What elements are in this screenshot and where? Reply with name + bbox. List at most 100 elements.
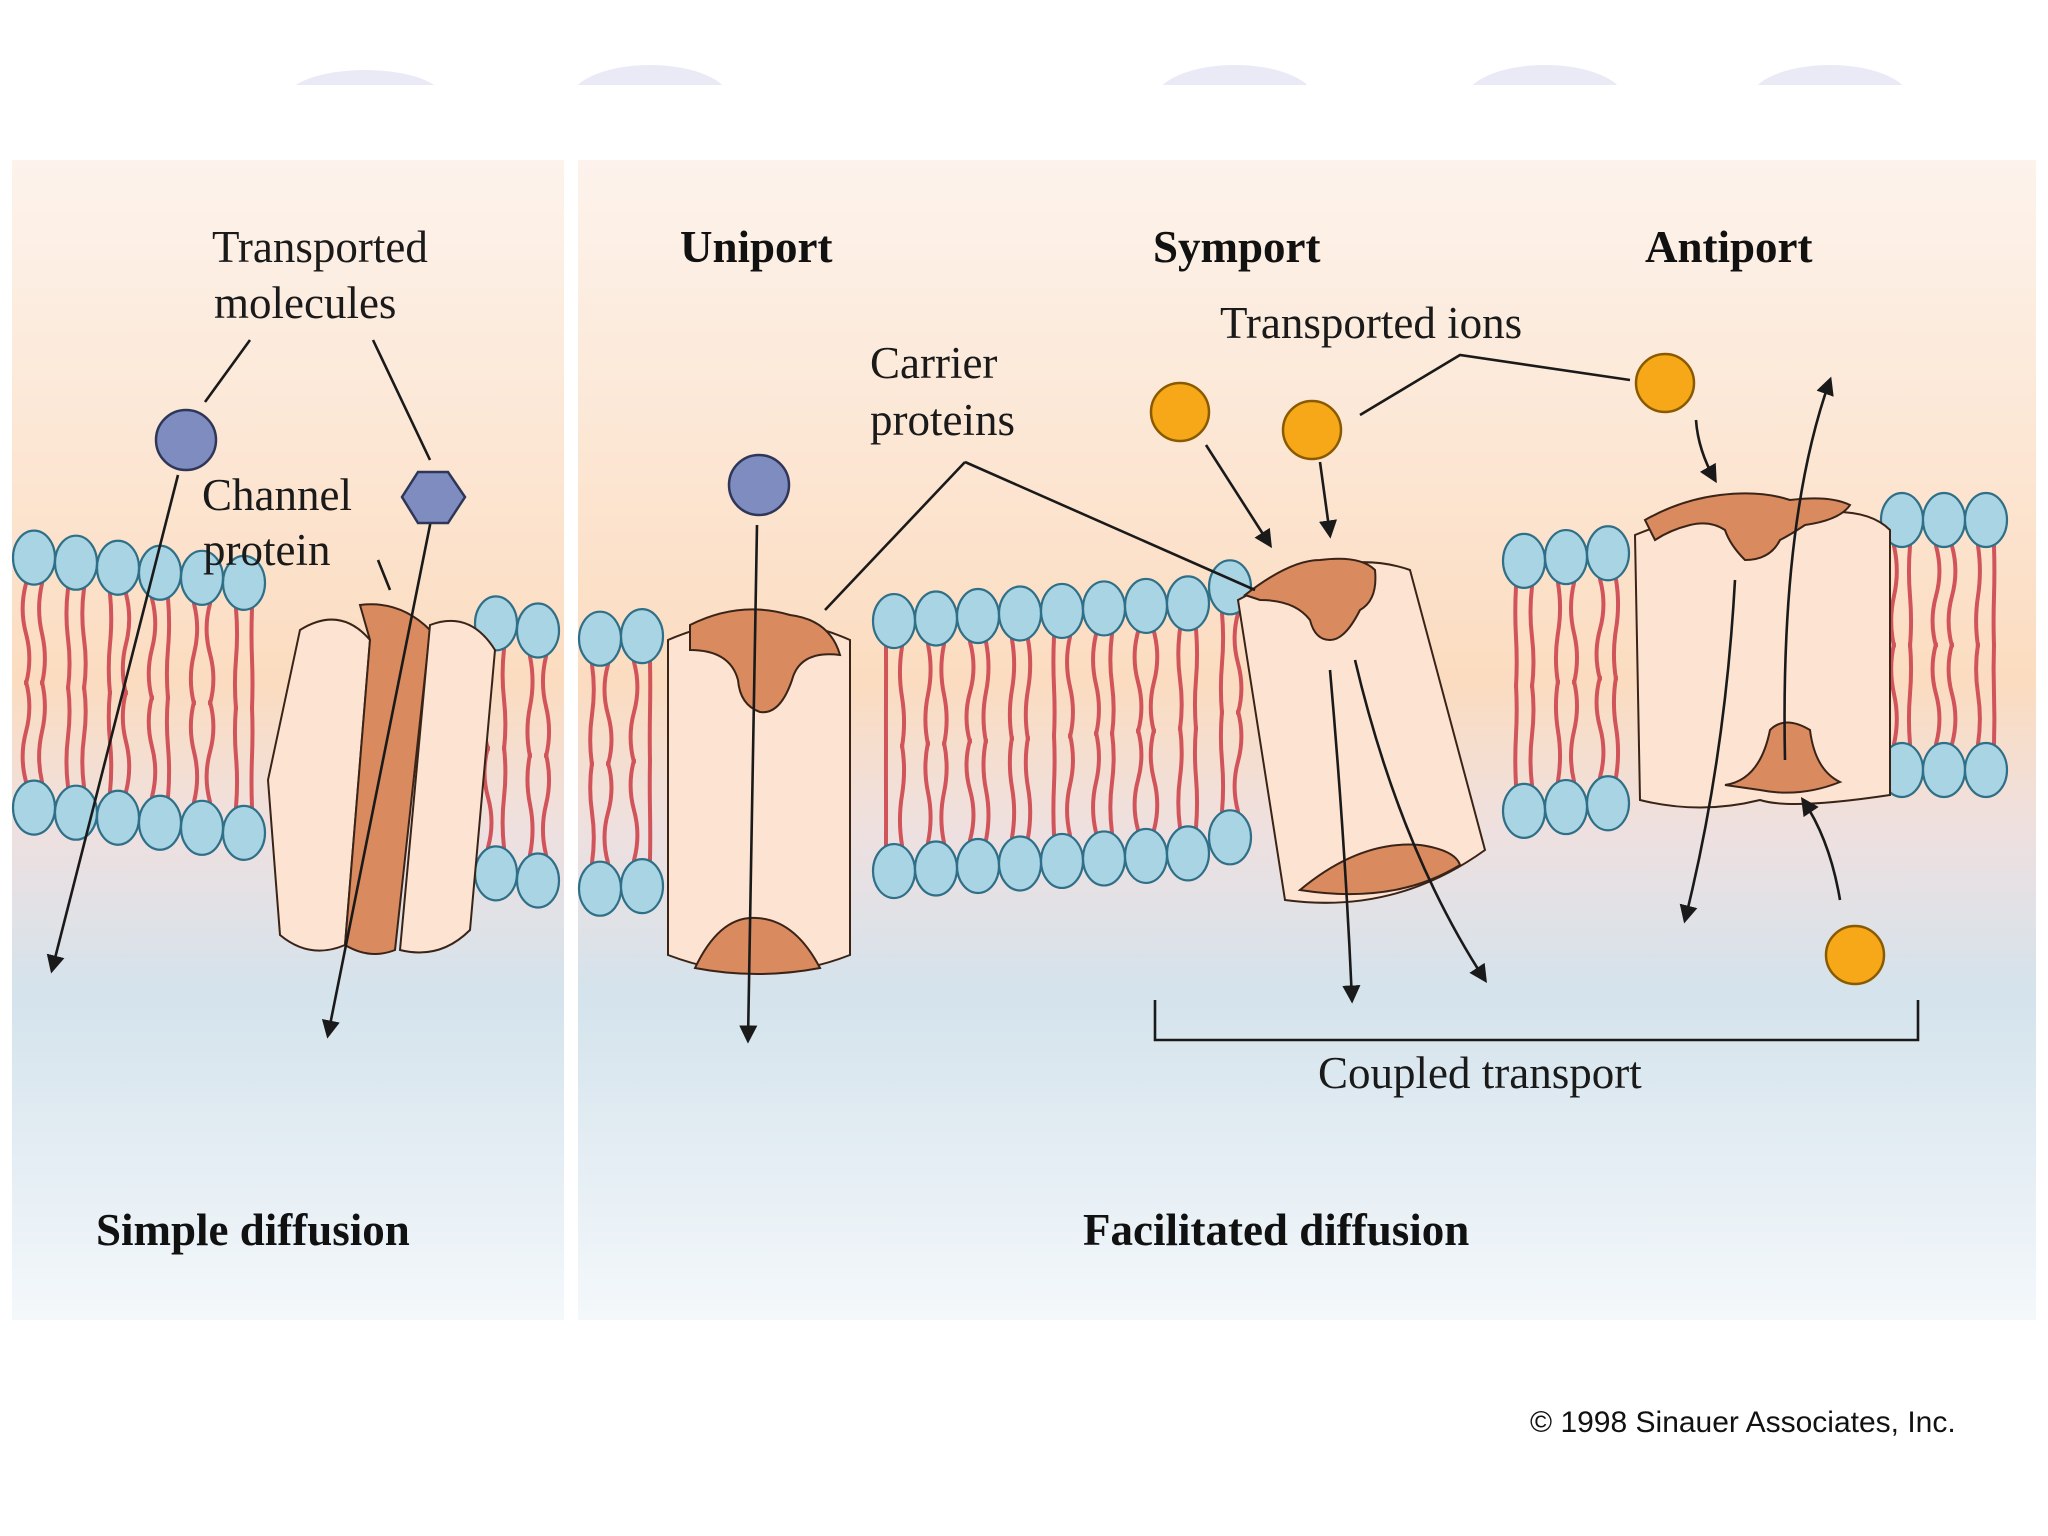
lipid-tail — [1132, 727, 1144, 832]
lipid-tail — [525, 654, 535, 759]
lipid-head — [871, 592, 917, 650]
lipid-head — [1039, 582, 1085, 640]
lipid-tail — [37, 679, 47, 784]
lipid-head — [1165, 575, 1211, 632]
lipid-tail — [64, 684, 72, 789]
lipid-tail — [588, 760, 596, 865]
label-symport: Symport — [1153, 222, 1321, 272]
lipid-tail — [1108, 730, 1116, 835]
lipid-tail — [1930, 544, 1942, 648]
lipid-head — [619, 858, 665, 915]
lipid-tail — [1889, 544, 1899, 648]
lipid-tail — [1218, 709, 1226, 814]
lipid-tail — [1051, 732, 1057, 837]
molecule-hexagon-simple — [400, 470, 467, 525]
label-carrier-proteins-1: Carrier — [870, 338, 997, 388]
lipid-tail — [1569, 581, 1579, 686]
label-transported-ions: Transported ions — [1220, 298, 1522, 348]
lipid-head — [1543, 528, 1589, 586]
lipid-tail — [1513, 584, 1519, 689]
lipid-tail — [1091, 730, 1101, 835]
lipid-head — [53, 784, 99, 841]
lipid-tail — [897, 645, 907, 750]
ion-symport-1 — [1149, 381, 1211, 443]
lipid-head — [577, 610, 623, 667]
lipid-head — [179, 799, 225, 856]
lipid-tail — [232, 704, 240, 809]
decorative-circles — [0, 65, 2048, 155]
label-transported-molecules-1: Transported — [212, 222, 428, 272]
lipid-tail — [232, 606, 240, 711]
copyright-notice: © 1998 Sinauer Associates, Inc. — [1530, 1406, 1956, 1439]
lipid-head — [955, 837, 1001, 895]
lipid-tail — [628, 758, 640, 863]
lipid-head — [95, 789, 141, 846]
lipid-tail — [602, 662, 614, 767]
lipid-head — [1123, 577, 1169, 635]
lipid-head — [221, 804, 267, 861]
lipid-tail — [1192, 627, 1200, 732]
lipid-tail — [602, 760, 614, 865]
lipid-tail — [588, 662, 596, 767]
lipid-tail — [1132, 629, 1144, 734]
lipid-tail — [1611, 577, 1621, 682]
lipid-tail — [106, 591, 114, 696]
channel-protein — [266, 603, 497, 955]
lipid-head — [137, 544, 183, 601]
lipid-tail — [500, 745, 508, 850]
lipid-bilayer — [11, 491, 2009, 917]
lipid-tail — [981, 640, 991, 744]
lipid-tail — [164, 694, 172, 799]
lipid-tail — [80, 586, 88, 691]
lipid-tail — [1974, 642, 1982, 746]
lipid-tail — [1192, 725, 1200, 830]
lipid-head — [1963, 491, 2009, 549]
lipid-tail — [64, 586, 72, 691]
lipid-head — [1081, 580, 1127, 637]
lipid-tail — [923, 642, 933, 747]
lipid-tail — [1218, 611, 1226, 716]
lipid-head — [53, 534, 99, 591]
lipid-tail — [1991, 642, 1997, 746]
lipid-tail — [964, 640, 976, 744]
lipid-head — [955, 587, 1001, 645]
label-simple-diffusion: Simple diffusion — [96, 1205, 410, 1255]
lipid-head — [137, 794, 183, 851]
label-transported-molecules-2: molecules — [214, 278, 396, 328]
lipid-tail — [120, 689, 132, 794]
lipid-tail — [37, 581, 47, 686]
lipid-tail — [1528, 584, 1536, 689]
lipid-tail — [1906, 544, 1914, 648]
lipid-head — [473, 845, 519, 902]
lipid-head — [1921, 741, 1967, 799]
lipid-tail — [500, 647, 508, 752]
lipid-tail — [1065, 634, 1075, 739]
molecule-circle-simple — [154, 408, 218, 472]
lipid-head — [1039, 832, 1085, 890]
lipid-tail — [120, 591, 132, 696]
lipid-tail — [981, 738, 991, 842]
transport-arrows — [46, 376, 1842, 1044]
lipid-tail — [1906, 642, 1914, 746]
lipid-tail — [249, 704, 255, 809]
lipid-head — [1963, 741, 2009, 799]
molecules — [154, 352, 1886, 986]
lipid-tail — [939, 740, 949, 845]
lipid-tail — [1148, 629, 1160, 734]
lipid-tail — [146, 596, 158, 701]
lipid-head — [515, 602, 561, 659]
lipid-tail — [923, 740, 933, 845]
labels: Transported molecules Channel protein Un… — [96, 222, 1956, 1439]
label-pointers — [203, 339, 1920, 1042]
lipid-tail — [540, 752, 552, 857]
molecule-circle-uniport — [727, 453, 791, 517]
lipid-tail — [647, 660, 653, 765]
lipid-head — [1585, 525, 1631, 582]
lipid-tail — [1974, 544, 1982, 648]
lipid-head — [1585, 775, 1631, 832]
lipid-tail — [164, 596, 172, 701]
lipid-tail — [1513, 682, 1519, 787]
lipid-tail — [647, 758, 653, 863]
label-channel-protein-2: protein — [203, 525, 330, 575]
label-facilitated-diffusion: Facilitated diffusion — [1083, 1205, 1469, 1255]
